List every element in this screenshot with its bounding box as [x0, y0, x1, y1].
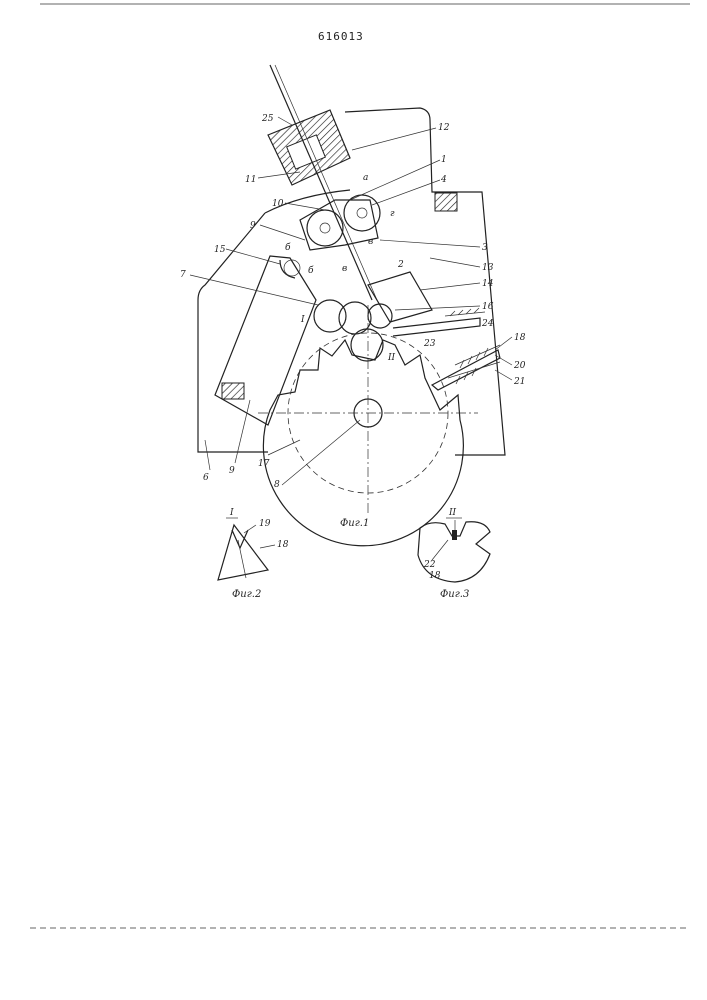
lever-9: [215, 256, 316, 425]
callout-25: 25: [261, 114, 274, 124]
roller-16: [368, 304, 392, 328]
fig2-leader-19: [244, 525, 256, 533]
callout-23: 23: [423, 339, 436, 349]
callout-18-fig2: 18: [277, 540, 289, 550]
tooth-cone-18: [218, 525, 268, 580]
letter-b-1: б: [285, 242, 291, 253]
callout-7: 7: [180, 270, 186, 280]
letter-b-2: б: [308, 265, 314, 276]
fig3-caption: Фиг.3: [440, 589, 469, 600]
patent-number: 616013: [318, 30, 364, 43]
fig1-caption: Фиг.1: [340, 518, 369, 529]
roller-10: [307, 210, 343, 246]
fig2-view-mark: I: [229, 508, 234, 518]
fig2-axis: [238, 540, 246, 578]
callout-19: 19: [259, 519, 271, 529]
callout-18: 18: [514, 333, 526, 343]
callout-13: 13: [482, 263, 494, 273]
fig2-leader-18: [260, 545, 275, 548]
callout-14: 14: [482, 279, 494, 289]
callout-1: 1: [441, 155, 447, 165]
letter-v-1: в: [368, 237, 373, 247]
callout-16: 16: [482, 302, 494, 312]
figure-2: I 19 18 Фиг.2: [218, 508, 289, 600]
fig3-leader-22: [432, 540, 448, 560]
callout-15: 15: [214, 245, 226, 255]
callout-17: 17: [258, 459, 270, 469]
callout-9: 9: [250, 221, 256, 231]
fig3-view-mark: II: [448, 508, 457, 518]
callout-11: 11: [245, 175, 256, 185]
leader-lines: [190, 117, 512, 485]
roller-4-axle: [357, 208, 367, 218]
roman-i-mark: I: [300, 315, 305, 325]
letter-v-2: в: [342, 264, 347, 274]
notch-22: [452, 530, 457, 540]
callout-9b: 9: [229, 466, 235, 476]
callout-2: 2: [397, 260, 404, 270]
letter-a: a: [363, 173, 368, 183]
roman-ii-mark: II: [387, 353, 396, 363]
callout-8: 8: [274, 480, 280, 490]
pivot-15: [284, 260, 300, 276]
rod-25: [270, 65, 372, 300]
figure-1: 25 12 11 1 4 10 9 3 15 13 2 14 7 16 24 2…: [180, 65, 526, 546]
guide-23: [393, 318, 480, 336]
callout-22: 22: [423, 560, 436, 570]
roller-10-axle: [320, 223, 330, 233]
callout-18-fig3: 18: [429, 571, 441, 581]
callout-4: 4: [440, 175, 447, 185]
callout-12: 12: [438, 123, 450, 133]
frame-6: [198, 213, 268, 452]
callout-20: 20: [513, 361, 526, 371]
spring-20: [455, 345, 500, 368]
fig2-caption: Фиг.2: [232, 589, 261, 600]
hatched-block-right: [435, 193, 457, 211]
callout-6: 6: [203, 473, 209, 483]
callout-10: 10: [272, 199, 284, 209]
callout-21: 21: [513, 377, 525, 387]
hatched-block-left: [222, 383, 244, 399]
block-14: [368, 272, 432, 322]
letter-g: г: [390, 209, 395, 219]
callout-3: 3: [482, 243, 488, 253]
callout-24: 24: [481, 319, 494, 329]
